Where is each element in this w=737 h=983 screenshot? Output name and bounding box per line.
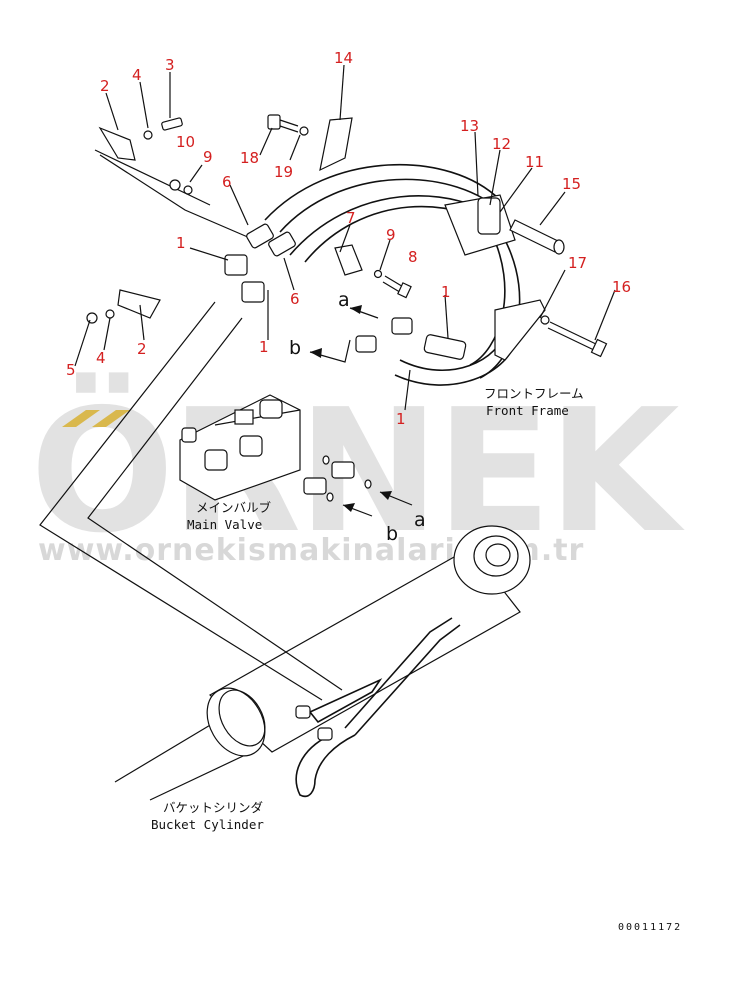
pipe-lines — [39, 149, 343, 701]
callout: 19 — [274, 163, 293, 181]
leader-lines — [74, 64, 616, 411]
callout: 5 — [66, 361, 76, 379]
main-valve-label-en: Main Valve — [187, 517, 262, 532]
callout: 15 — [562, 175, 581, 193]
bucket-cylinder-label-jp: バケットシリンダ — [163, 800, 263, 815]
ref-letter-a-top: a — [338, 289, 350, 311]
bucket-cylinder — [114, 525, 531, 801]
watermark-accent-mark — [62, 410, 100, 427]
callout: 10 — [176, 133, 195, 151]
callout: 7 — [346, 209, 356, 227]
reference-letters: a b b a — [289, 289, 426, 545]
front-frame-hoses — [264, 114, 608, 386]
callout-numbers: 2 4 3 10 9 6 1 14 18 19 7 9 8 13 12 11 1… — [66, 49, 631, 428]
front-frame-label-jp: フロントフレーム — [484, 386, 584, 401]
callout: 13 — [460, 117, 479, 135]
callout: 1 — [259, 338, 269, 356]
callout: 1 — [396, 410, 406, 428]
callout: 4 — [132, 66, 142, 84]
callout: 1 — [176, 234, 186, 252]
main-valve-label-jp: メインバルブ — [196, 500, 272, 515]
callout: 14 — [334, 49, 353, 67]
callout: 9 — [386, 226, 396, 244]
ref-letter-b-top: b — [289, 337, 301, 359]
callout: 4 — [96, 349, 106, 367]
callout: 2 — [137, 340, 147, 358]
callout: 3 — [165, 56, 175, 74]
ref-letter-a-bottom: a — [414, 509, 426, 531]
upper-left-parts — [86, 117, 296, 324]
ref-letter-b-bottom: b — [386, 523, 398, 545]
callout: 18 — [240, 149, 259, 167]
main-valve — [179, 394, 372, 502]
callout: 6 — [222, 173, 232, 191]
callout: 9 — [203, 148, 213, 166]
callout: 16 — [612, 278, 631, 296]
callout: 17 — [568, 254, 587, 272]
bucket-cylinder-label-en: Bucket Cylinder — [151, 817, 264, 832]
watermark: ÖRNEK www.ornekismakinalari.com.tr — [30, 372, 689, 571]
flow-arrows — [309, 305, 413, 517]
callout: 6 — [290, 290, 300, 308]
callout: 12 — [492, 135, 511, 153]
callout: 8 — [408, 248, 418, 266]
watermark-brand: ÖRNEK — [30, 372, 685, 571]
drawing-code: 00011172 — [618, 922, 682, 933]
front-frame-label-en: Front Frame — [486, 403, 569, 418]
callout: 1 — [441, 283, 451, 301]
component-labels: フロントフレーム Front Frame メインバルブ Main Valve バ… — [151, 386, 584, 832]
callout: 11 — [525, 153, 544, 171]
callout: 2 — [100, 77, 110, 95]
